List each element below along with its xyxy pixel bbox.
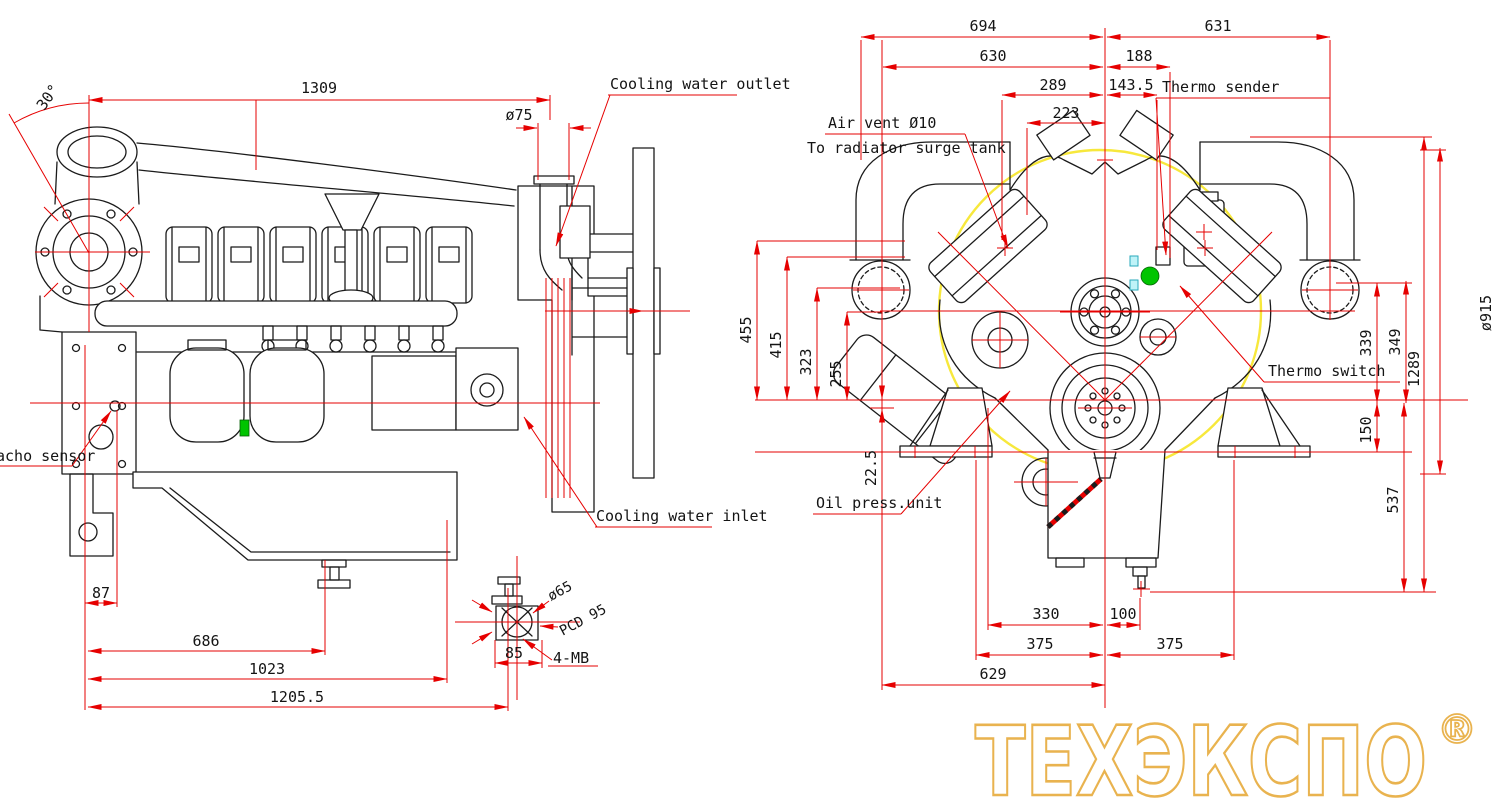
label-radiator-surge-tank: To radiator surge tank [807, 139, 1006, 157]
mount-foot-rear [491, 576, 523, 605]
dim-dia75: ø75 [505, 106, 532, 124]
dim-323: 323 [797, 348, 815, 375]
dim-dia915: ø915 [1477, 295, 1495, 331]
engine-side-drawing [35, 126, 661, 641]
dim-631: 631 [1204, 17, 1231, 35]
front-dimension-lines [754, 28, 1468, 708]
dim-349: 349 [1386, 328, 1404, 355]
dim-415: 415 [767, 331, 785, 358]
thermo-sender-body [1155, 246, 1171, 266]
dim-455: 455 [737, 316, 755, 343]
dim-143-5: 143.5 [1108, 76, 1153, 94]
dim-1205-5: 1205.5 [270, 688, 324, 706]
dim-1023: 1023 [249, 660, 285, 678]
dim-686: 686 [192, 632, 219, 650]
label-oil-press-unit: Oil press.unit [816, 494, 942, 512]
belt-stripes [545, 278, 571, 498]
dim-255: 255 [827, 360, 845, 387]
flywheel-housing [517, 185, 595, 513]
dim-629: 629 [979, 665, 1006, 683]
dim-100: 100 [1109, 605, 1136, 623]
bank-axis-lines [937, 231, 1273, 401]
watermark: ТЕХЭКСПО ® [974, 705, 1478, 801]
dim-537: 537 [1384, 486, 1402, 513]
turbo-inlet-cap [56, 126, 138, 178]
rocker-cover-right [1162, 188, 1282, 304]
dim-375-right: 375 [1156, 635, 1183, 653]
oil-pan [132, 471, 458, 561]
oil-filter-left [169, 347, 245, 443]
dim-1289: 1289 [1405, 351, 1423, 387]
oil-pan-front [994, 397, 1216, 589]
label-tacho-sensor: acho sensor [0, 447, 95, 465]
dim-1309: 1309 [301, 79, 337, 97]
label-cooling-water-inlet: Cooling water inlet [596, 507, 768, 525]
dim-87: 87 [92, 584, 110, 602]
dim-339: 339 [1357, 329, 1375, 356]
dim-375-left: 375 [1026, 635, 1053, 653]
dim-330: 330 [1032, 605, 1059, 623]
oil-filler-funnel [324, 193, 380, 231]
dim-289: 289 [1039, 76, 1066, 94]
dim-694: 694 [969, 17, 996, 35]
water-gallery-pipe [94, 300, 458, 327]
dim-150: 150 [1357, 416, 1375, 443]
dim-223: 223 [1052, 104, 1079, 122]
dim-22-5: 22.5 [862, 450, 880, 486]
front-texts: 694 631 630 188 289 143.5 223 Air vent Ø… [737, 17, 1495, 683]
label-thermo-sender: Thermo sender [1162, 78, 1279, 96]
exhaust-loop-left [849, 141, 1011, 320]
dim-630: 630 [979, 47, 1006, 65]
intake-pipe [136, 142, 517, 191]
dim-188: 188 [1125, 47, 1152, 65]
label-cooling-water-outlet: Cooling water outlet [610, 75, 791, 93]
flange-centerlines [455, 556, 580, 700]
watermark-registered-icon: ® [1437, 707, 1477, 753]
cyan-mark-lower [1129, 279, 1139, 291]
label-thermo-switch: Thermo switch [1268, 362, 1385, 380]
mount-foot-front [317, 559, 351, 589]
angle-leg [8, 113, 90, 254]
green-sensor-mark-front [1140, 266, 1160, 286]
watermark-logo-text: ТЕХЭКСПО [975, 706, 1427, 801]
rocker-cover-left [928, 188, 1048, 304]
injection-pump [371, 355, 457, 431]
oil-filter-right [249, 347, 325, 443]
dim-flange-4mb: 4-MB [553, 649, 589, 667]
turbo-centerlines [35, 95, 150, 332]
tacho-sensor-port [109, 400, 121, 412]
green-sensor-mark-side [239, 419, 250, 437]
side-dimension-lines [0, 94, 737, 711]
cyan-mark-upper [1129, 255, 1139, 267]
label-air-vent: Air vent Ø10 [828, 114, 936, 132]
dim-flange-85: 85 [505, 644, 523, 662]
